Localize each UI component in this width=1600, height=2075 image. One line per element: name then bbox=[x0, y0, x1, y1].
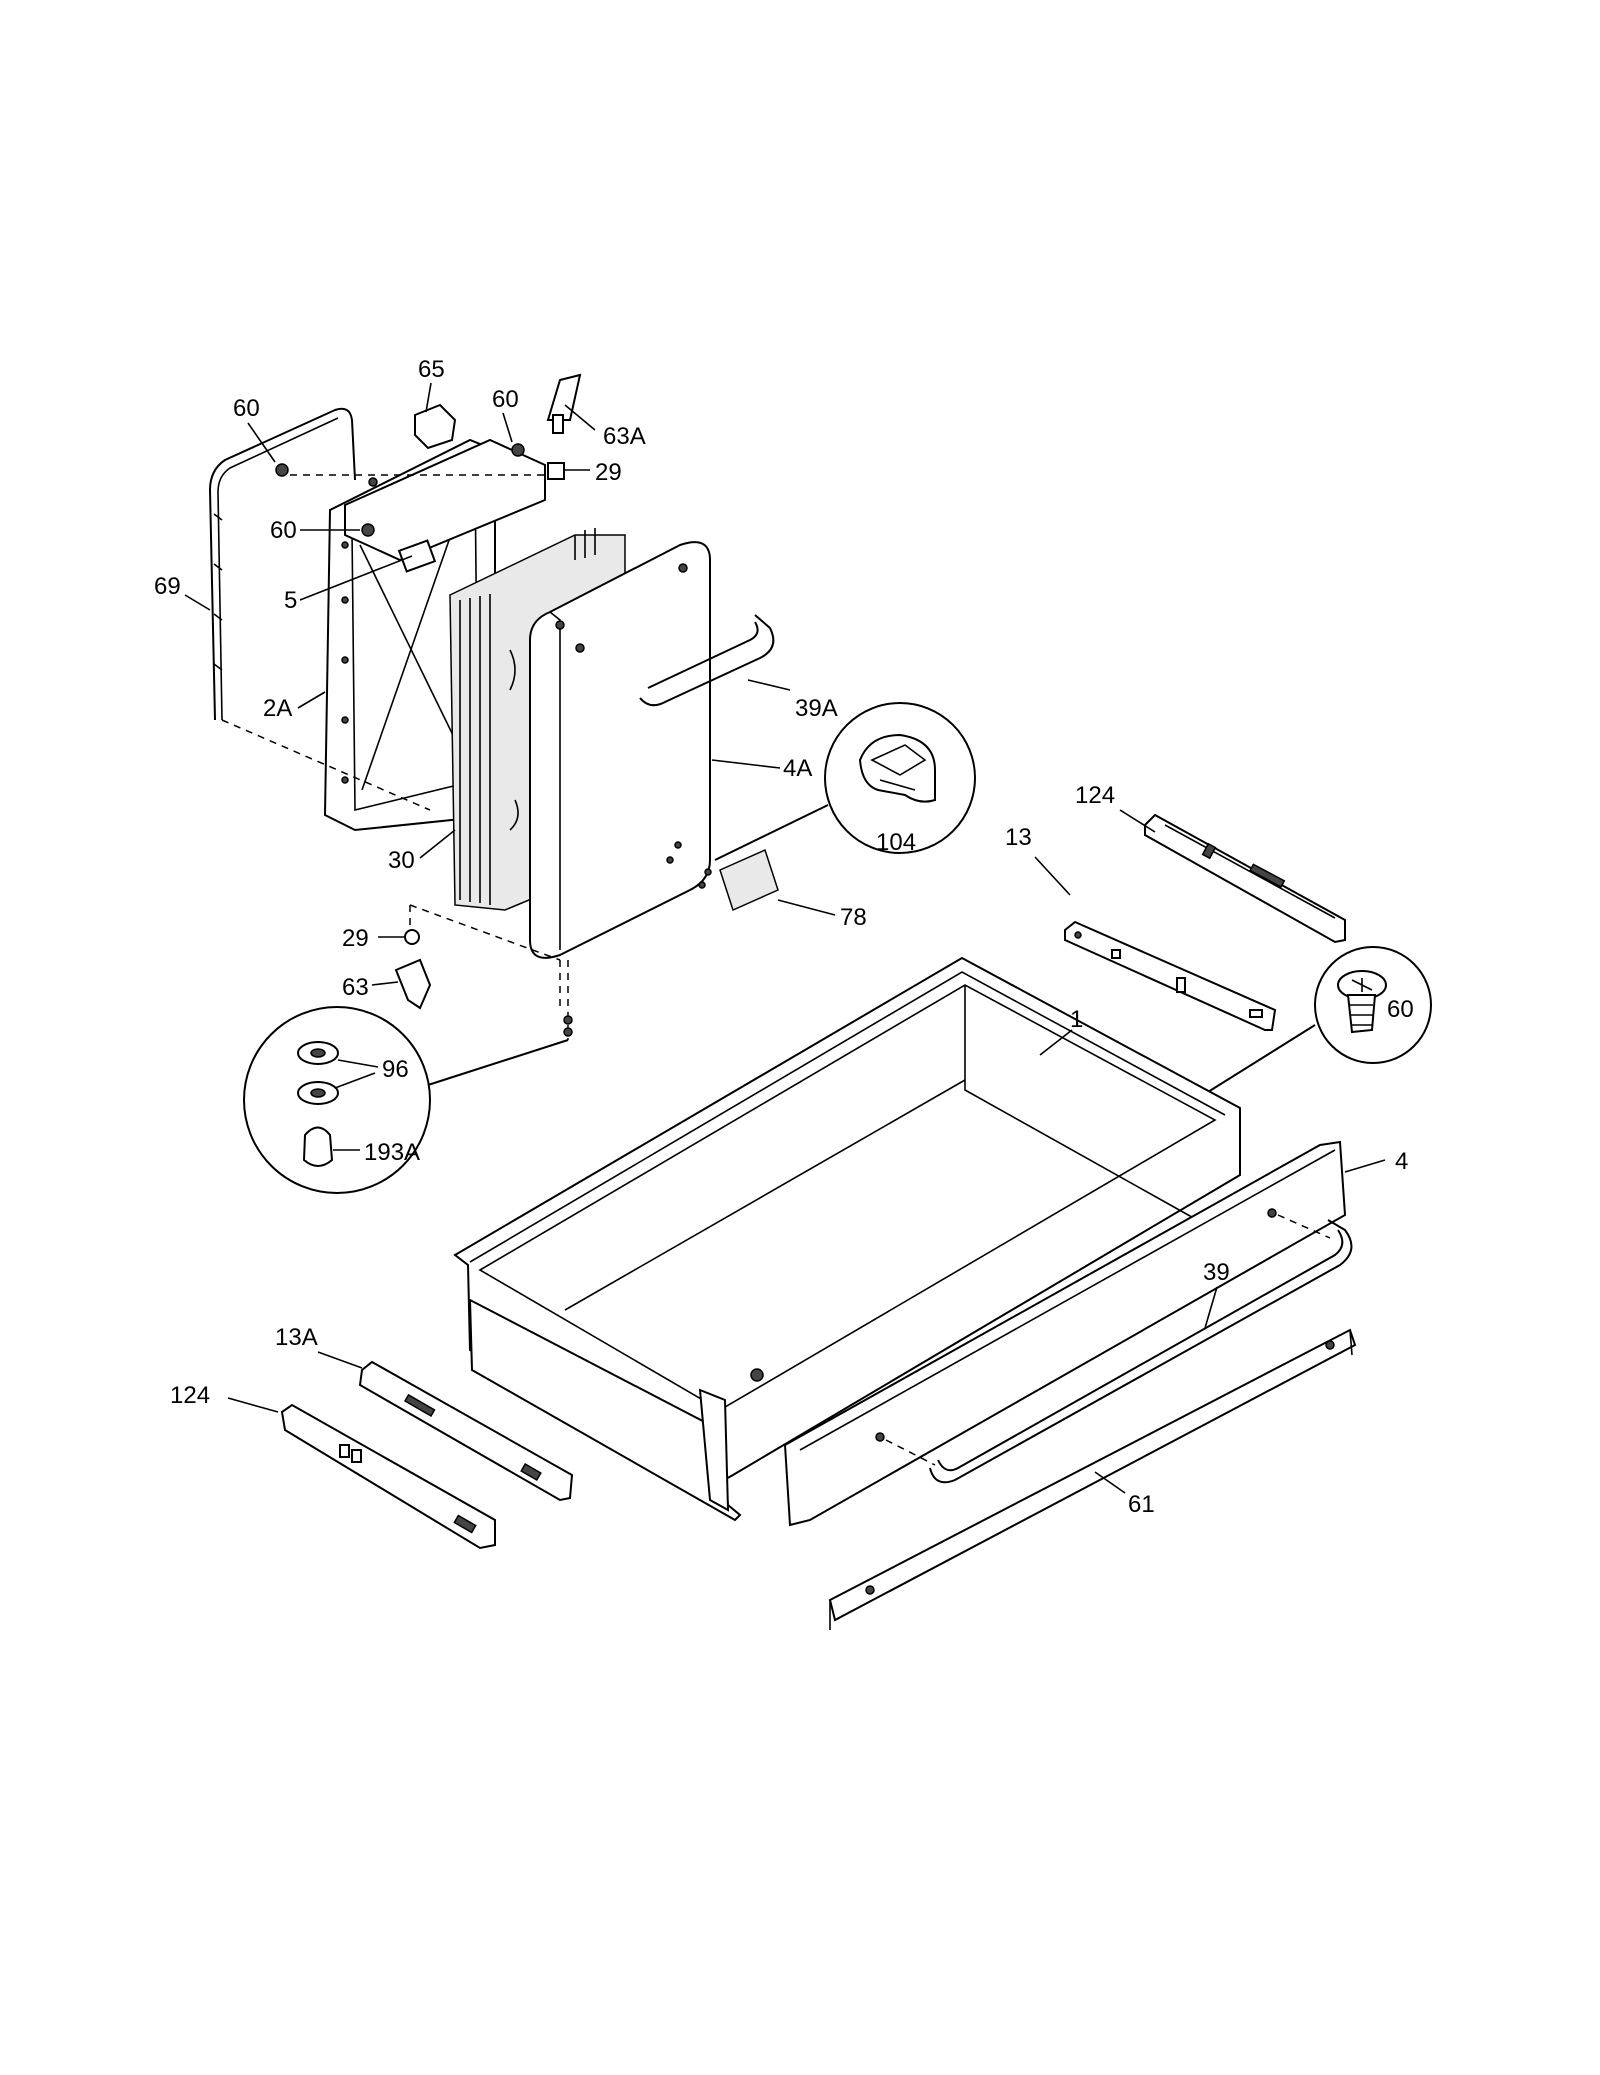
slide-rail-124-left bbox=[280, 1403, 496, 1550]
detail-circle-104 bbox=[714, 702, 976, 861]
label-104: 104 bbox=[876, 829, 916, 856]
label-65: 65 bbox=[418, 356, 445, 383]
label-13A: 13A bbox=[275, 1324, 318, 1351]
door-handle-39A bbox=[639, 614, 775, 707]
label-63A: 63A bbox=[603, 423, 646, 450]
kick-panel-61 bbox=[828, 1328, 1357, 1630]
label-4: 4 bbox=[1395, 1148, 1408, 1175]
door-alignment-lines bbox=[221, 474, 569, 1040]
label-5: 5 bbox=[284, 587, 297, 614]
label-29-top: 29 bbox=[595, 459, 622, 486]
label-60-detail: 60 bbox=[1387, 996, 1414, 1023]
label-69: 69 bbox=[154, 573, 181, 600]
label-plate-78 bbox=[698, 848, 779, 912]
label-60-gasket-screw: 60 bbox=[233, 395, 260, 422]
hinge-hardware-top bbox=[275, 373, 582, 537]
label-61: 61 bbox=[1128, 1491, 1155, 1518]
label-96: 96 bbox=[382, 1056, 409, 1083]
door-gasket-69 bbox=[208, 407, 356, 721]
bottom-hinge-hardware bbox=[394, 929, 573, 1037]
drawer-rail-13A bbox=[358, 1360, 574, 1502]
label-29-bottom: 29 bbox=[342, 925, 369, 952]
label-63: 63 bbox=[342, 974, 369, 1001]
label-78: 78 bbox=[840, 904, 867, 931]
detail-circle-96-193A bbox=[243, 1006, 569, 1194]
door-outer-panel-4A bbox=[529, 541, 711, 959]
drawer-body-1 bbox=[453, 956, 1241, 1522]
label-39A: 39A bbox=[795, 695, 838, 722]
label-30: 30 bbox=[388, 847, 415, 874]
slide-rail-124-right bbox=[1144, 813, 1346, 944]
label-60-frame-screw: 60 bbox=[270, 517, 297, 544]
hinge-bracket-assembly bbox=[344, 403, 546, 573]
label-124-top: 124 bbox=[1075, 782, 1115, 809]
label-4A: 4A bbox=[783, 755, 812, 782]
label-124-bottom: 124 bbox=[170, 1382, 210, 1409]
label-13: 13 bbox=[1005, 824, 1032, 851]
label-1: 1 bbox=[1070, 1006, 1083, 1033]
label-193A: 193A bbox=[364, 1139, 420, 1166]
label-2A: 2A bbox=[263, 695, 292, 722]
drawer-front-panel-4 bbox=[783, 1140, 1347, 1527]
label-39: 39 bbox=[1203, 1259, 1230, 1286]
drawer-rail-13 bbox=[1064, 920, 1277, 1031]
part-labels: 60 65 60 63A 29 60 5 69 2A 39A 4A 30 104… bbox=[154, 356, 1414, 1518]
leader-lines bbox=[184, 382, 1386, 1494]
label-60-hinge-screw: 60 bbox=[492, 386, 519, 413]
drawer-alignment-lines bbox=[885, 1214, 1331, 1466]
drawer-handle-39 bbox=[929, 1219, 1353, 1484]
